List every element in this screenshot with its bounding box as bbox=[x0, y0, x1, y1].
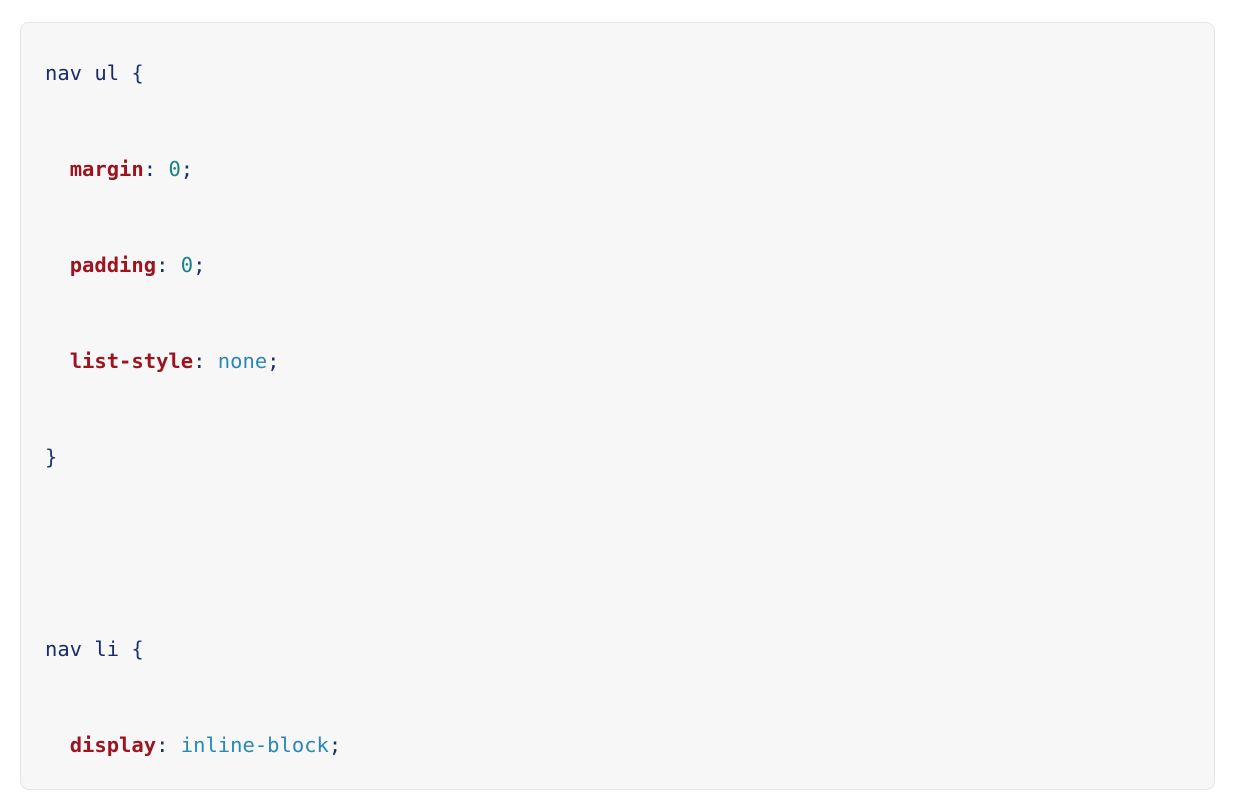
token-space bbox=[156, 157, 168, 181]
token-property: padding bbox=[69, 253, 157, 277]
token-selector: nav li bbox=[45, 637, 120, 661]
token-semicolon: ; bbox=[193, 253, 206, 277]
code-line: } bbox=[45, 433, 1188, 481]
token-number: 0 bbox=[168, 157, 181, 181]
code-snippet-card: nav ul { margin: 0; padding: 0; list-sty… bbox=[20, 22, 1215, 790]
token-property: display bbox=[69, 733, 157, 757]
code-indent bbox=[45, 253, 70, 277]
token-number: 0 bbox=[180, 253, 194, 277]
token-selector: nav ul bbox=[45, 61, 120, 85]
token-property: list-style bbox=[69, 349, 194, 373]
token-punct: { bbox=[131, 637, 144, 661]
token-semicolon: ; bbox=[328, 733, 342, 757]
token-semicolon: ; bbox=[180, 157, 194, 181]
code-line: nav li { bbox=[45, 625, 1188, 673]
css-code-block[interactable]: nav ul { margin: 0; padding: 0; list-sty… bbox=[21, 23, 1214, 789]
token-colon: : bbox=[143, 157, 157, 181]
code-line-blank bbox=[45, 529, 1188, 577]
token-colon: : bbox=[156, 253, 169, 277]
token-punct: { bbox=[131, 61, 144, 85]
token-property: margin bbox=[69, 157, 144, 181]
token-colon: : bbox=[156, 733, 169, 757]
code-line: nav ul { bbox=[45, 49, 1188, 97]
code-content: nav ul { margin: 0; padding: 0; list-sty… bbox=[45, 49, 1188, 789]
token-keyword: inline-block bbox=[180, 733, 329, 757]
token-colon: : bbox=[193, 349, 206, 373]
token-space bbox=[119, 637, 131, 661]
token-space bbox=[205, 349, 217, 373]
code-indent bbox=[45, 157, 70, 181]
token-space bbox=[168, 253, 180, 277]
code-indent bbox=[45, 349, 70, 373]
token-space bbox=[168, 733, 180, 757]
code-indent bbox=[45, 733, 70, 757]
code-line: display: inline-block; bbox=[45, 721, 1188, 769]
token-keyword: none bbox=[217, 349, 268, 373]
token-space bbox=[119, 61, 131, 85]
code-line: list-style: none; bbox=[45, 337, 1188, 385]
code-line: padding: 0; bbox=[45, 241, 1188, 289]
token-semicolon: ; bbox=[267, 349, 280, 373]
code-line: margin: 0; bbox=[45, 145, 1188, 193]
token-punct: } bbox=[45, 445, 58, 469]
